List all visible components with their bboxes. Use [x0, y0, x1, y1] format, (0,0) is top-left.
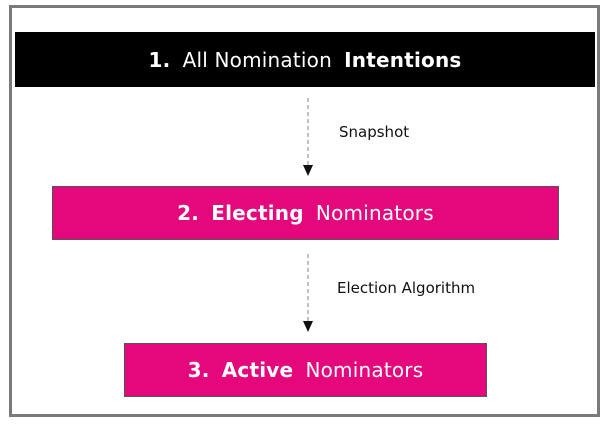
stage-2-number: 2. [177, 201, 200, 225]
arrow-election-algorithm [300, 254, 316, 332]
arrow-snapshot [300, 98, 316, 176]
stage-3-emphasis: Active [221, 358, 294, 382]
stage-3-number: 3. [187, 358, 210, 382]
stage-3-text: Nominators [305, 358, 424, 382]
stage-1-number: 1. [148, 47, 171, 72]
stage-2-text: Nominators [315, 201, 434, 225]
dashed-arrow-icon [303, 98, 313, 176]
edge-label-election-algorithm: Election Algorithm [337, 279, 476, 297]
stage-active-nominators: 3. Active Nominators [124, 343, 487, 397]
stage-all-nomination-intentions: 1. All Nomination Intentions [15, 32, 595, 87]
edge-label-snapshot: Snapshot [339, 123, 410, 141]
stage-1-text: All Nomination [182, 47, 332, 72]
diagram-frame [9, 5, 600, 417]
dashed-arrow-icon [303, 254, 313, 332]
stage-1-emphasis: Intentions [344, 47, 462, 72]
stage-electing-nominators: 2. Electing Nominators [52, 186, 559, 240]
stage-2-emphasis: Electing [211, 201, 304, 225]
